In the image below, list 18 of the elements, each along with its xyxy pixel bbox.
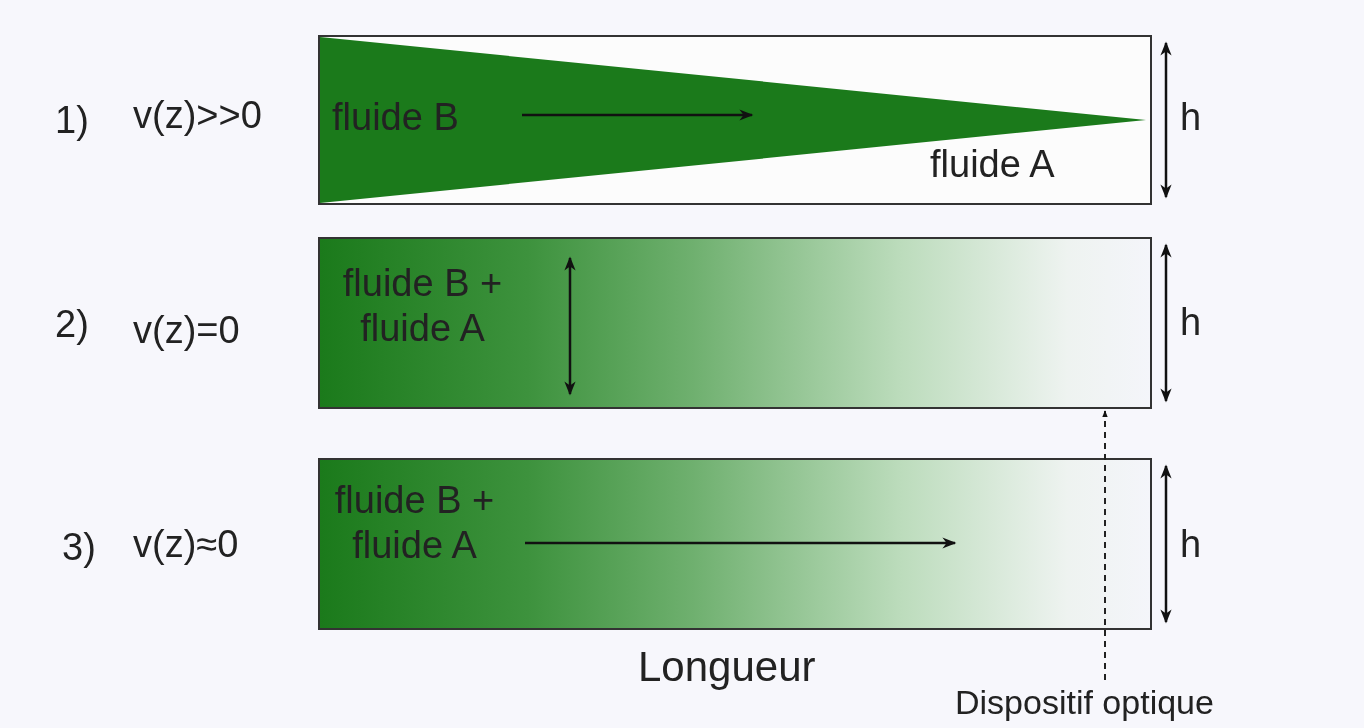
fluid-label: fluide B — [332, 95, 459, 139]
leader-line — [1102, 410, 1108, 681]
dimension-label: h — [1180, 522, 1202, 566]
velocity-label: v(z)=0 — [133, 308, 240, 352]
velocity-label: v(z)>>0 — [133, 93, 262, 137]
channel — [318, 237, 1152, 409]
channel — [318, 458, 1152, 630]
dimension-label: h — [1180, 300, 1202, 344]
row-number: 2) — [55, 302, 89, 346]
dimension-label: h — [1180, 95, 1202, 139]
fluid-label: fluide A — [930, 142, 1055, 186]
velocity-label: v(z)≈0 — [133, 522, 239, 566]
row-number: 3) — [62, 525, 96, 569]
row-number: 1) — [55, 98, 89, 142]
fluid-label: fluide B + fluide A — [333, 478, 496, 568]
device-label: Dispositif optique — [955, 680, 1214, 724]
fluid-label: fluide B + fluide A — [341, 261, 504, 351]
axis-label: Longueur — [638, 645, 816, 689]
